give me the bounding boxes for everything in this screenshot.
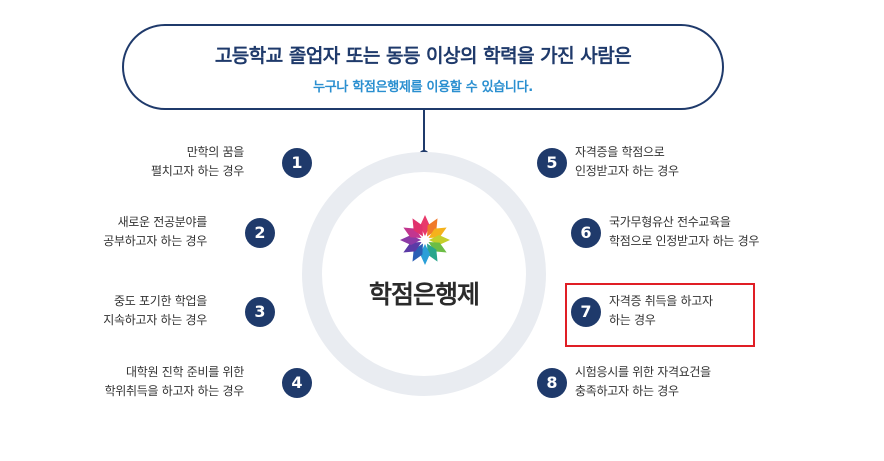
reason-text: 자격증 취득을 하고자 하는 경우 (609, 294, 713, 327)
headline-banner: 고등학교 졸업자 또는 동등 이상의 학력을 가진 사람은 누구나 학점은행제를… (122, 24, 724, 110)
highlight-box (565, 283, 755, 347)
banner-subtitle: 누구나 학점은행제를 이용할 수 있습니다. (313, 80, 533, 95)
number-badge: 5 (537, 148, 567, 178)
reason-text: 자격증을 학점으로 인정받고자 하는 경우 (575, 145, 679, 178)
number-badge: 6 (571, 218, 601, 248)
reason-text: 만학의 꿈을 펼치고자 하는 경우 (151, 145, 244, 178)
number-badge: 2 (245, 218, 275, 248)
number-badge: 3 (245, 297, 275, 327)
center-ring (302, 152, 546, 396)
banner-title: 고등학교 졸업자 또는 동등 이상의 학력을 가진 사람은 (214, 45, 632, 67)
logo-wordmark: 학점은행제 (368, 280, 480, 309)
number-badge: 8 (537, 368, 567, 398)
reason-text: 새로운 전공분야를 공부하고자 하는 경우 (103, 215, 207, 248)
number-badge: 1 (282, 148, 312, 178)
number-badge: 4 (282, 368, 312, 398)
number-badge: 7 (571, 297, 601, 327)
reason-text: 시험응시를 위한 자격요건을 충족하고자 하는 경우 (575, 365, 711, 398)
flower-logo-icon (400, 215, 450, 265)
reason-text: 대학원 진학 준비를 위한 학위취득을 하고자 하는 경우 (104, 365, 245, 398)
reason-text: 중도 포기한 학업을 지속하고자 하는 경우 (103, 294, 207, 327)
reason-text: 국가무형유산 전수교육을 학점으로 인정받고자 하는 경우 (609, 215, 760, 248)
connector-line (423, 110, 425, 154)
